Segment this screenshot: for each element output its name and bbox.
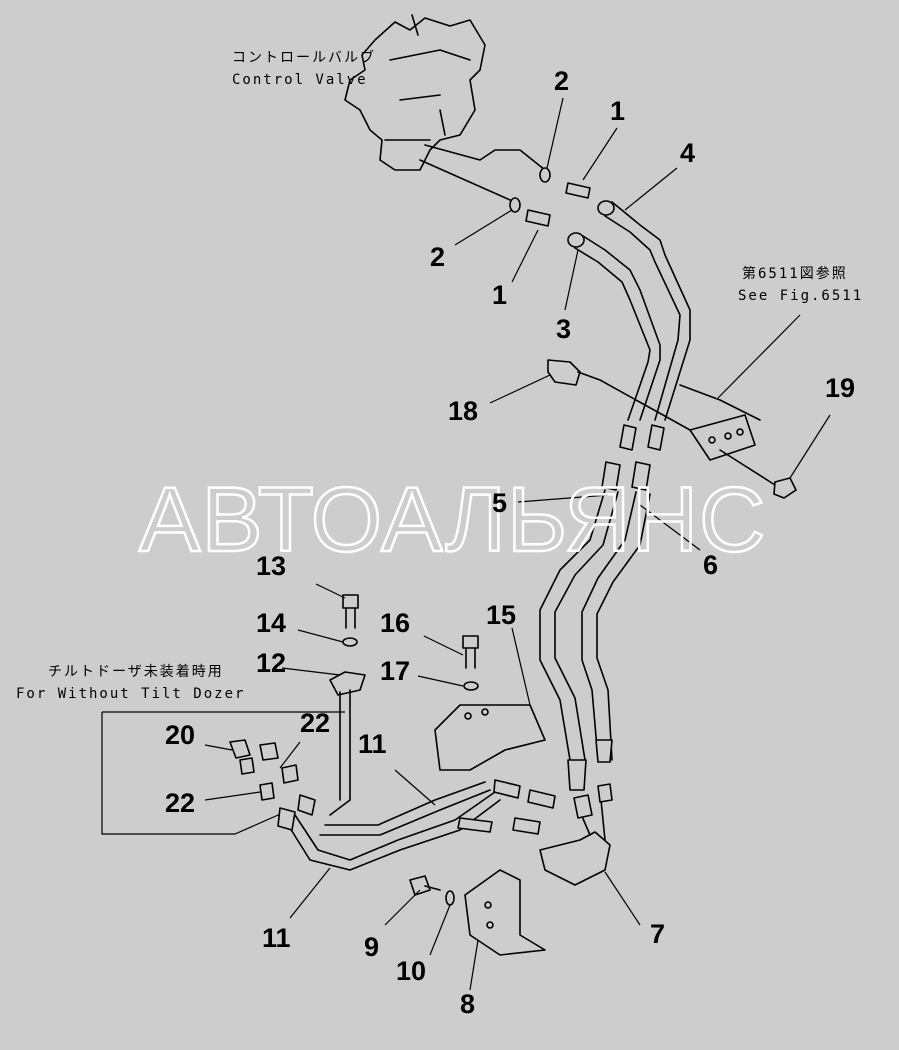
callout: 12	[256, 648, 286, 678]
callout: 3	[556, 314, 571, 344]
control-valve	[344, 14, 546, 201]
leader-lines	[204, 97, 831, 991]
watermark: АВТОАЛЬЯНС	[139, 469, 767, 571]
block-7	[539, 783, 613, 886]
callout: 13	[256, 551, 286, 581]
bracket-8	[464, 869, 546, 956]
callout: 22	[300, 708, 330, 738]
tube-4	[597, 200, 691, 421]
callout: 11	[262, 923, 291, 953]
callout: 2	[430, 242, 445, 272]
callout: 14	[256, 608, 286, 638]
callout: 11	[358, 729, 387, 759]
bolt-14	[342, 594, 359, 629]
callout: 10	[396, 956, 426, 986]
tilt-dozer-label-jp: チルトドーザ未装着時用	[48, 664, 224, 680]
callout: 16	[380, 608, 410, 638]
callout: 1	[610, 96, 625, 126]
tube-3	[567, 232, 661, 421]
callout: 18	[448, 396, 478, 426]
callout: 20	[165, 720, 195, 750]
bracket-13	[329, 671, 366, 816]
callout: 8	[460, 989, 475, 1019]
callout: 22	[165, 788, 195, 818]
washer-10	[445, 890, 455, 906]
see-fig-label-jp: 第6511図参照	[742, 265, 848, 282]
callout: 4	[680, 138, 695, 168]
callout: 15	[486, 600, 516, 630]
hose-6	[581, 491, 651, 761]
adapter-fittings	[601, 424, 665, 491]
bracket	[679, 384, 797, 499]
callout: 19	[825, 373, 855, 403]
see-fig-label-en: See Fig.6511	[738, 288, 863, 304]
bolt-17	[462, 635, 479, 669]
plate-16	[434, 704, 546, 771]
fitting-1	[525, 182, 591, 227]
hose-5	[539, 489, 619, 761]
callout: 2	[554, 66, 569, 96]
callout: 7	[650, 919, 665, 949]
plug-2	[509, 167, 551, 213]
fitting-21	[229, 739, 251, 759]
hose-end-fittings	[567, 739, 613, 791]
callout: 6	[703, 550, 718, 580]
pipe-12	[319, 781, 491, 836]
clamp-19	[547, 359, 691, 431]
inset-box	[101, 711, 345, 835]
pipe-11	[284, 791, 501, 871]
callout: 1	[492, 280, 507, 310]
washer-15	[342, 637, 358, 647]
tilt-dozer-label-en: For Without Tilt Dozer	[16, 686, 245, 702]
washer-18	[463, 681, 479, 691]
callout: 5	[492, 488, 507, 518]
callout: 17	[380, 656, 410, 686]
bolt-9	[409, 875, 441, 896]
control-valve-label-jp: コントロールバルブ	[232, 49, 376, 66]
callout: 9	[364, 932, 379, 962]
pipe-fittings	[457, 779, 556, 835]
control-valve-label-en: Control Valve	[232, 72, 368, 88]
